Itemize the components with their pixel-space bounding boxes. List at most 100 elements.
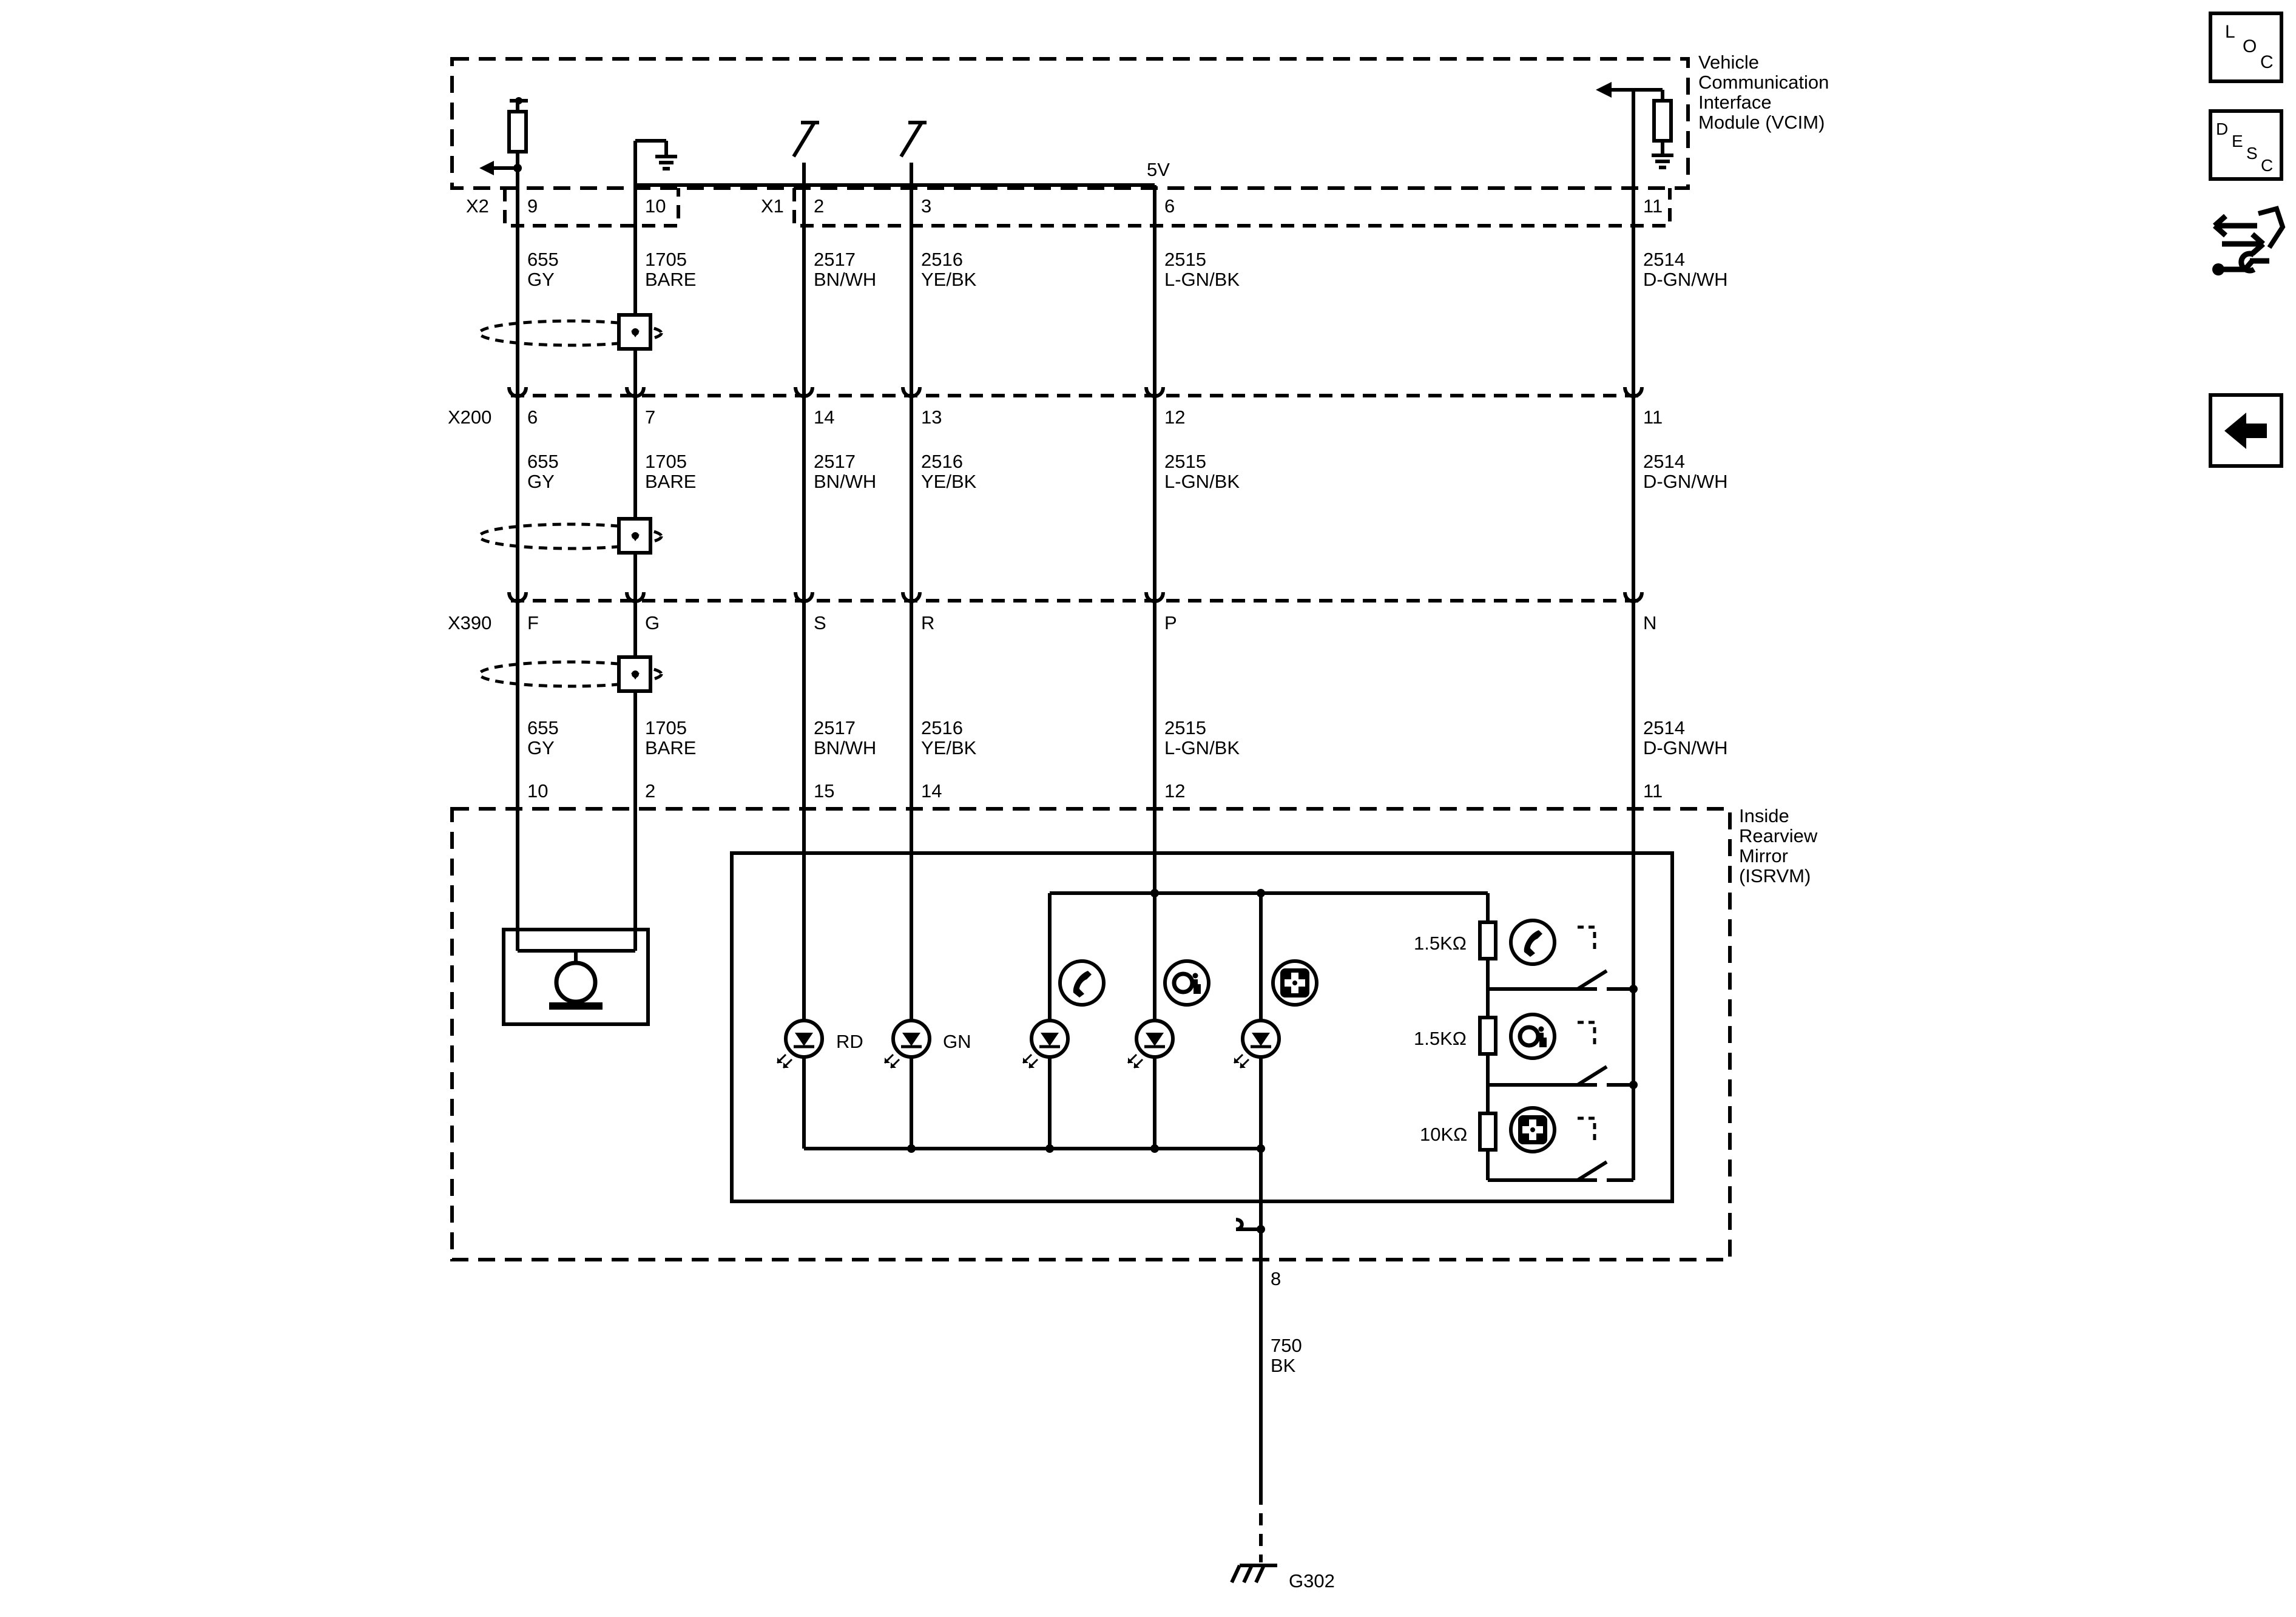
vcim-name-line-4: Module (VCIM) <box>1698 112 1825 133</box>
wire-color-label: YE/BK <box>921 269 977 290</box>
connector-x390-label: X390 <box>448 612 491 633</box>
resistor-2-label: 1.5KΩ <box>1414 1028 1467 1049</box>
vcim-name-line-3: Interface <box>1698 92 1772 113</box>
resistor-2-symbol <box>1478 1016 1497 1056</box>
circuit-number-label: 2514 <box>1643 451 1685 472</box>
x390-pin-label: S <box>814 612 826 633</box>
desc-letter-d: D <box>2216 120 2228 138</box>
wire-color-label: BARE <box>645 471 696 492</box>
wire-color-label: BARE <box>645 737 696 758</box>
circuit-number-label: 2514 <box>1643 717 1685 738</box>
wire-color-label: GY <box>527 471 555 492</box>
mirror-pin-label: 15 <box>814 780 834 802</box>
desc-letter-e: E <box>2232 132 2243 150</box>
desc-letter-s: S <box>2246 144 2258 163</box>
vcim-label: Vehicle Communication Interface Module (… <box>1698 52 1829 133</box>
vcim-internal-circuitry <box>479 82 1673 206</box>
vcim-pin-label: 10 <box>645 195 666 217</box>
circuit-number-label: 2514 <box>1643 249 1685 270</box>
vcim-name-line-1: Vehicle <box>1698 52 1759 73</box>
shield-twisted-pair <box>478 313 663 693</box>
connector-x1-label: X1 <box>761 195 784 217</box>
wire-color-label: L-GN/BK <box>1164 737 1240 758</box>
ground-pin-label: 8 <box>1271 1268 1281 1289</box>
vcim-module-outline <box>450 57 1690 190</box>
mirror-pin-label: 14 <box>921 780 942 802</box>
onstar-icon <box>1165 961 1209 1005</box>
x390-pin-label: N <box>1643 612 1656 633</box>
connector-x2-label: X2 <box>466 195 489 217</box>
isrvm-name-line-1: Inside <box>1739 805 1789 826</box>
circuit-number-label: 2516 <box>921 717 963 738</box>
loc-letter-o: O <box>2243 36 2257 56</box>
mirror-pin-label: 11 <box>1643 780 1663 802</box>
vcim-pin-label: 11 <box>1643 195 1663 217</box>
terminal-icon <box>625 387 646 398</box>
circuit-number-label: 2515 <box>1164 249 1206 270</box>
onstar-button-icon <box>1511 1014 1555 1058</box>
vcim-pin-label: 9 <box>527 195 538 217</box>
loc-button[interactable]: L O C <box>2209 12 2283 83</box>
led-green-icon <box>885 1021 930 1068</box>
vcim-pullup-resistor <box>507 110 528 154</box>
wire-color-label: L-GN/BK <box>1164 471 1240 492</box>
vcim-pin-label: 6 <box>1164 195 1175 217</box>
emergency-button-icon <box>1511 1108 1555 1152</box>
connector-x200-label: X200 <box>448 407 491 428</box>
desc-letter-c: C <box>2261 156 2273 175</box>
ground-g302-label: G302 <box>1289 1570 1335 1592</box>
isrvm-name-line-3: Mirror <box>1739 845 1788 866</box>
isrvm-name-line-4: (ISRVM) <box>1739 865 1811 886</box>
phone-button-icon <box>1511 920 1555 964</box>
wire-color-label: YE/BK <box>921 737 977 758</box>
circuit-number-label: 2516 <box>921 249 963 270</box>
wire-color-label: BN/WH <box>814 269 876 290</box>
x200-pin-label: 6 <box>527 407 538 428</box>
vcim-pin-label: 2 <box>814 195 824 217</box>
mirror-pin-label: 10 <box>527 780 548 802</box>
led-onstar-icon <box>1128 1021 1173 1068</box>
wire-color-label: D-GN/WH <box>1643 269 1727 290</box>
circuit-number-label: 2515 <box>1164 451 1206 472</box>
circuit-number-label: 2517 <box>814 717 856 738</box>
isrvm-label: Inside Rearview Mirror (ISRVM) <box>1739 805 1818 886</box>
phone-icon <box>1060 961 1104 1005</box>
circuit-number-label: 2517 <box>814 249 856 270</box>
back-button[interactable] <box>2209 393 2283 468</box>
desc-button[interactable]: D E S C <box>2209 109 2283 181</box>
mirror-internal-circuitry <box>777 889 1638 1234</box>
x200-pin-label: 13 <box>921 407 942 428</box>
circuit-number-label: 2517 <box>814 451 856 472</box>
resistor-1-label: 1.5KΩ <box>1414 933 1467 954</box>
ground-circuit-label: 750 <box>1271 1335 1302 1356</box>
wire-color-label: YE/BK <box>921 471 977 492</box>
voltage-5v-label: 5V <box>1147 159 1170 180</box>
x200-pin-label: 14 <box>814 407 834 428</box>
circuit-number-label: 2515 <box>1164 717 1206 738</box>
led-red-icon <box>777 1021 822 1068</box>
mirror-pin-label: 2 <box>645 780 655 802</box>
x200-pin-label: 12 <box>1164 407 1185 428</box>
terminal-icon <box>625 592 646 603</box>
wire-color-label: GY <box>527 737 555 758</box>
circuit-number-label: 1705 <box>645 717 687 738</box>
circuit-number-label: 655 <box>527 717 559 738</box>
wire-color-label: D-GN/WH <box>1643 471 1727 492</box>
circuit-number-label: 655 <box>527 249 559 270</box>
microphone <box>502 928 650 1026</box>
ground-lead <box>1230 1218 1277 1584</box>
x200-pin-label: 11 <box>1643 407 1663 428</box>
resistor-3-symbol <box>1478 1112 1497 1152</box>
connector-wrench-icon[interactable] <box>2209 200 2286 285</box>
x390-pin-label: P <box>1164 612 1177 633</box>
led-emergency-icon <box>1234 1021 1279 1068</box>
circuit-number-label: 655 <box>527 451 559 472</box>
resistor-3-label: 10KΩ <box>1420 1124 1467 1145</box>
wire-color-label: BN/WH <box>814 471 876 492</box>
x2-connector-outline <box>503 188 680 228</box>
